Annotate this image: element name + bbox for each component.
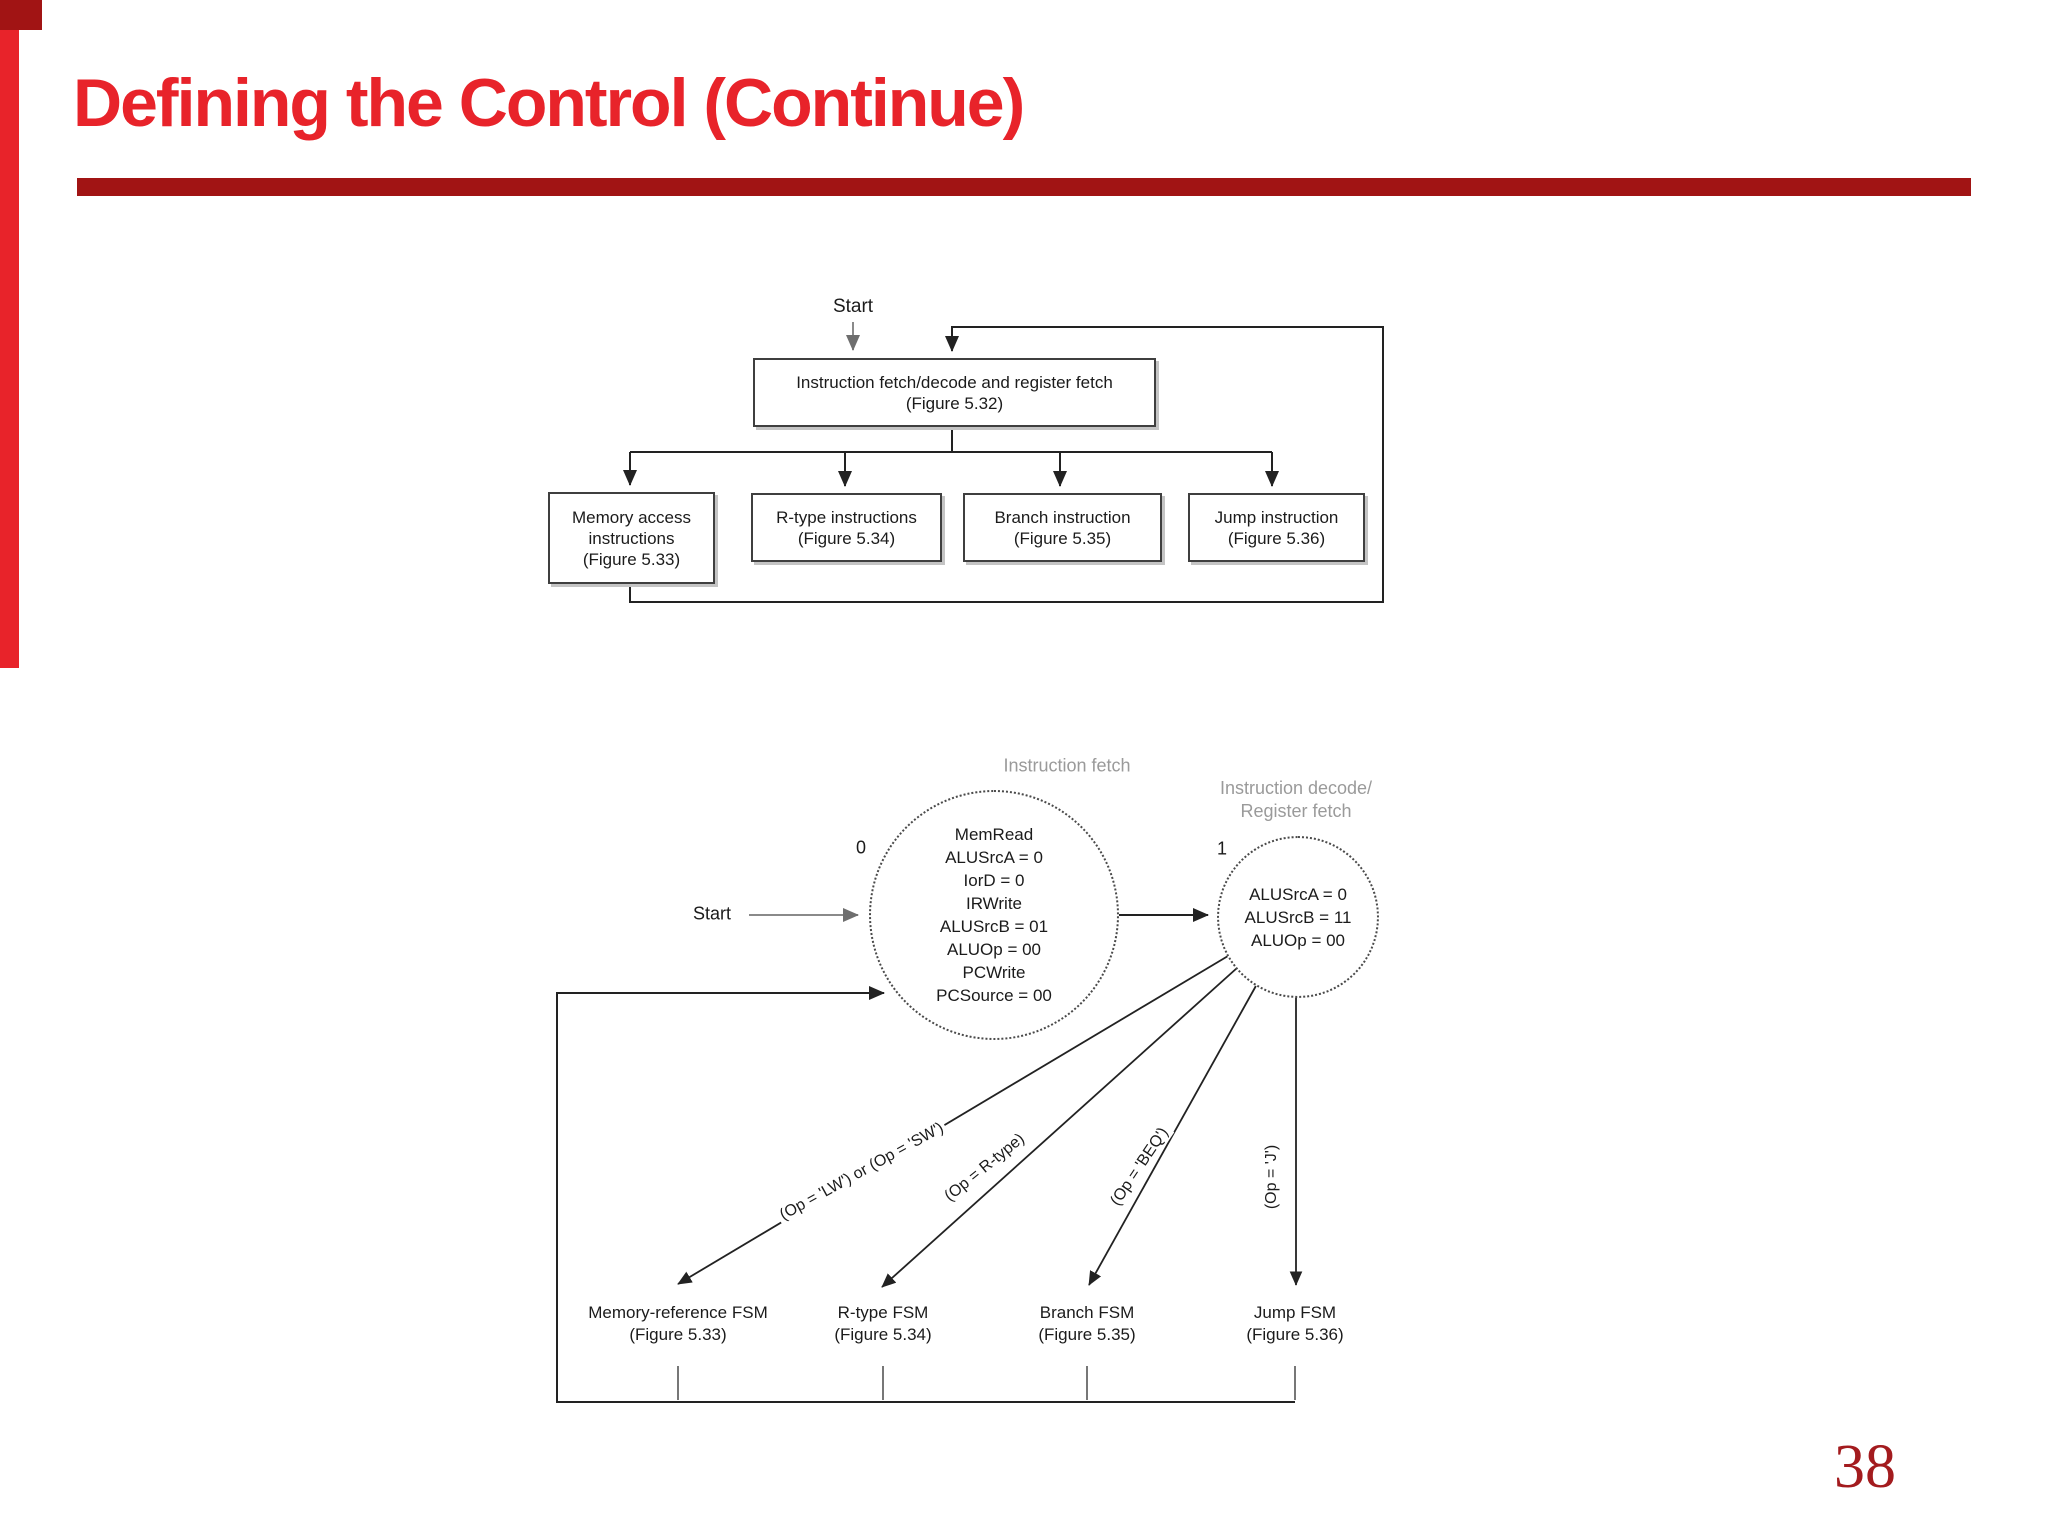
state-line: PCSource = 00 [936, 986, 1052, 1005]
fsm-target-memory-reference: Memory-reference FSM (Figure 5.33) [588, 1302, 767, 1346]
state-line: IorD = 0 [963, 871, 1025, 890]
box-line: (Figure 5.36) [1227, 528, 1326, 548]
state-line: PCWrite [962, 963, 1026, 982]
box-line: (Figure 5.34) [797, 528, 896, 548]
box-line: R-type instructions [776, 507, 917, 527]
fsm-target-rtype: R-type FSM (Figure 5.34) [834, 1302, 931, 1346]
flowchart-box-memory-access: Memory access instructions (Figure 5.33) [548, 492, 715, 584]
state-line: ALUOp = 00 [946, 940, 1042, 959]
state-line: ALUOp = 00 [1250, 930, 1346, 950]
region-label-instruction-fetch: Instruction fetch [1003, 755, 1131, 776]
state-line: MemRead [954, 825, 1034, 844]
state1-number: 1 [1216, 838, 1228, 859]
fsm-target-line: R-type FSM [837, 1303, 929, 1322]
box-line: (Figure 5.33) [582, 549, 681, 569]
fsm-target-jump: Jump FSM (Figure 5.36) [1246, 1302, 1343, 1346]
fsm-target-line: Jump FSM [1253, 1303, 1337, 1322]
state-line: ALUSrcB = 11 [1244, 907, 1352, 927]
flowchart-box-jump: Jump instruction (Figure 5.36) [1188, 493, 1365, 562]
box-line: Jump instruction [1214, 507, 1339, 527]
state0-number: 0 [855, 837, 867, 858]
edge-label-jump: (Op = 'J') [1263, 1141, 1281, 1213]
corner-accent-square [0, 0, 42, 30]
fsm-target-line: (Figure 5.35) [1038, 1325, 1136, 1344]
title-underline-rule [77, 178, 1971, 196]
state-line: ALUSrcA = 0 [945, 848, 1043, 867]
page-number: 38 [1834, 1433, 1896, 1501]
region-label-instruction-decode: Instruction decode/ Register fetch [1220, 777, 1372, 823]
region-label-line: Instruction decode/ [1219, 778, 1373, 798]
fsm-target-line: Branch FSM [1039, 1303, 1135, 1322]
state-line: ALUSrcA = 0 [1249, 884, 1347, 904]
fsm-target-line: (Figure 5.33) [629, 1325, 727, 1344]
fsm-target-line: Memory-reference FSM [588, 1303, 768, 1322]
box-line: instructions [588, 528, 675, 548]
state-circle-instruction-fetch: MemRead ALUSrcA = 0 IorD = 0 IRWrite ALU… [869, 790, 1119, 1040]
flowchart-box-branch: Branch instruction (Figure 5.35) [963, 493, 1162, 562]
flowchart-start-label: Start [832, 296, 874, 317]
box-line: (Figure 5.35) [1013, 528, 1112, 548]
left-edge-accent-bar [0, 0, 19, 668]
fsm-target-line: (Figure 5.34) [834, 1325, 932, 1344]
box-line: Branch instruction [994, 507, 1131, 527]
flowchart-box-instruction-fetch: Instruction fetch/decode and register fe… [753, 358, 1156, 427]
flowchart-box-rtype: R-type instructions (Figure 5.34) [751, 493, 942, 562]
state-line: IRWrite [965, 894, 1023, 913]
fsm-target-branch: Branch FSM (Figure 5.35) [1038, 1302, 1135, 1346]
box-line: Memory access [571, 507, 692, 527]
region-label-line: Register fetch [1240, 801, 1352, 821]
box-line: Instruction fetch/decode and register fe… [796, 372, 1113, 392]
fsm-target-line: (Figure 5.36) [1246, 1325, 1344, 1344]
state-circle-instruction-decode: ALUSrcA = 0 ALUSrcB = 11 ALUOp = 00 [1217, 836, 1379, 998]
state-line: ALUSrcB = 01 [939, 917, 1049, 936]
fsm-start-label: Start [692, 903, 732, 924]
page-title: Defining the Control (Continue) [73, 65, 1025, 141]
box-line: (Figure 5.32) [905, 393, 1004, 413]
